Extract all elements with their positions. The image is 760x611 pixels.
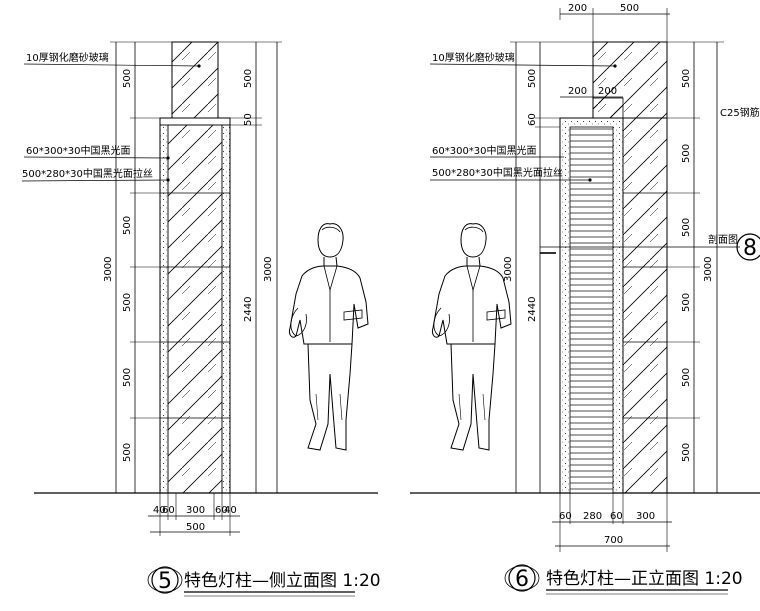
callout-black-polished: 60*300*30中国黑光面 (26, 144, 131, 157)
dim-left-r-1: 500 (527, 69, 538, 88)
dim-bottom-4: 60 (215, 505, 228, 516)
dim-right-r-6: 500 (681, 443, 692, 462)
title-number-right: 6 (515, 567, 529, 592)
dim-bottom-5: 40 (224, 505, 237, 516)
human-figure (288, 223, 369, 451)
callout-glass: 10厚钢化磨砂玻璃 (26, 51, 109, 64)
dim-bottom-r-3: 60 (610, 511, 623, 522)
glass-top-neck (592, 97, 624, 119)
dim-bottom-r-2: 280 (583, 511, 602, 522)
dim-bottom-1: 40 (153, 505, 166, 516)
right-elevation: 10厚钢化磨砂玻璃 60*300*30中国黑光面 500*280*30中国黑光面… (410, 3, 760, 595)
dim-left-total: 3000 (103, 257, 114, 282)
dim-bottom-2: 60 (162, 505, 175, 516)
callout-black-brushed-right: 500*280*30中国黑光面拉丝 (432, 166, 563, 179)
dim-left-2: 500 (122, 216, 133, 235)
dim-right-total: 3000 (263, 257, 274, 282)
dim-left-5: 500 (122, 443, 133, 462)
dim-left-r-2: 60 (527, 113, 538, 126)
dim-right-r-3: 500 (681, 218, 692, 237)
dim-right-1: 500 (243, 69, 254, 88)
dim-right-r-1: 500 (681, 69, 692, 88)
side-note: C25钢筋砼 (720, 106, 760, 119)
dim-top-1: 200 (568, 3, 587, 14)
left-elevation: 10厚钢化磨砂玻璃 60*300*30中国黑光面 500*280*30中国黑光面… (21, 41, 381, 597)
dim-right-r-5: 500 (681, 368, 692, 387)
dim-right-r-total: 3000 (703, 257, 714, 282)
section-circle (736, 233, 760, 261)
dim-bottom-r-4: 300 (636, 511, 655, 522)
title-number: 5 (158, 569, 172, 594)
glass-top (171, 41, 219, 119)
dim-top-inner-2: 200 (598, 86, 617, 97)
dim-left-3: 500 (122, 293, 133, 312)
dim-top-inner-1: 200 (568, 86, 587, 97)
dim-bottom-total: 500 (186, 522, 205, 533)
stone-border-right (221, 124, 231, 494)
dim-left-r-inner: 2440 (527, 297, 538, 322)
glass-core (167, 124, 223, 494)
section-label: 剖面图 (708, 233, 738, 246)
dim-top-2: 500 (620, 3, 639, 14)
title-circle-right (508, 564, 536, 592)
callout-black-polished-right: 60*300*30中国黑光面 (432, 144, 537, 157)
dim-left-r-total: 3000 (503, 257, 514, 282)
section-number: 8 (743, 236, 757, 261)
dim-right-inner: 2440 (243, 297, 254, 322)
dim-bottom-r-total: 700 (604, 535, 623, 546)
view-title: 特色灯柱—侧立面图 1:20 (184, 571, 381, 591)
title-circle (151, 566, 179, 594)
dim-left-1: 500 (122, 69, 133, 88)
dim-bottom-3: 300 (186, 505, 205, 516)
callout-black-brushed: 500*280*30中国黑光面拉丝 (22, 167, 153, 180)
dim-right-2: 50 (243, 113, 254, 126)
dim-right-r-4: 500 (681, 293, 692, 312)
dim-bottom-r-1: 60 (559, 511, 572, 522)
dim-right-r-2: 500 (681, 144, 692, 163)
dim-left-4: 500 (122, 368, 133, 387)
glass-side-right (622, 117, 668, 494)
human-figure-right (431, 223, 512, 451)
view-title-right: 特色灯柱—正立面图 1:20 (546, 569, 743, 589)
callout-glass-right: 10厚钢化磨砂玻璃 (432, 51, 515, 64)
